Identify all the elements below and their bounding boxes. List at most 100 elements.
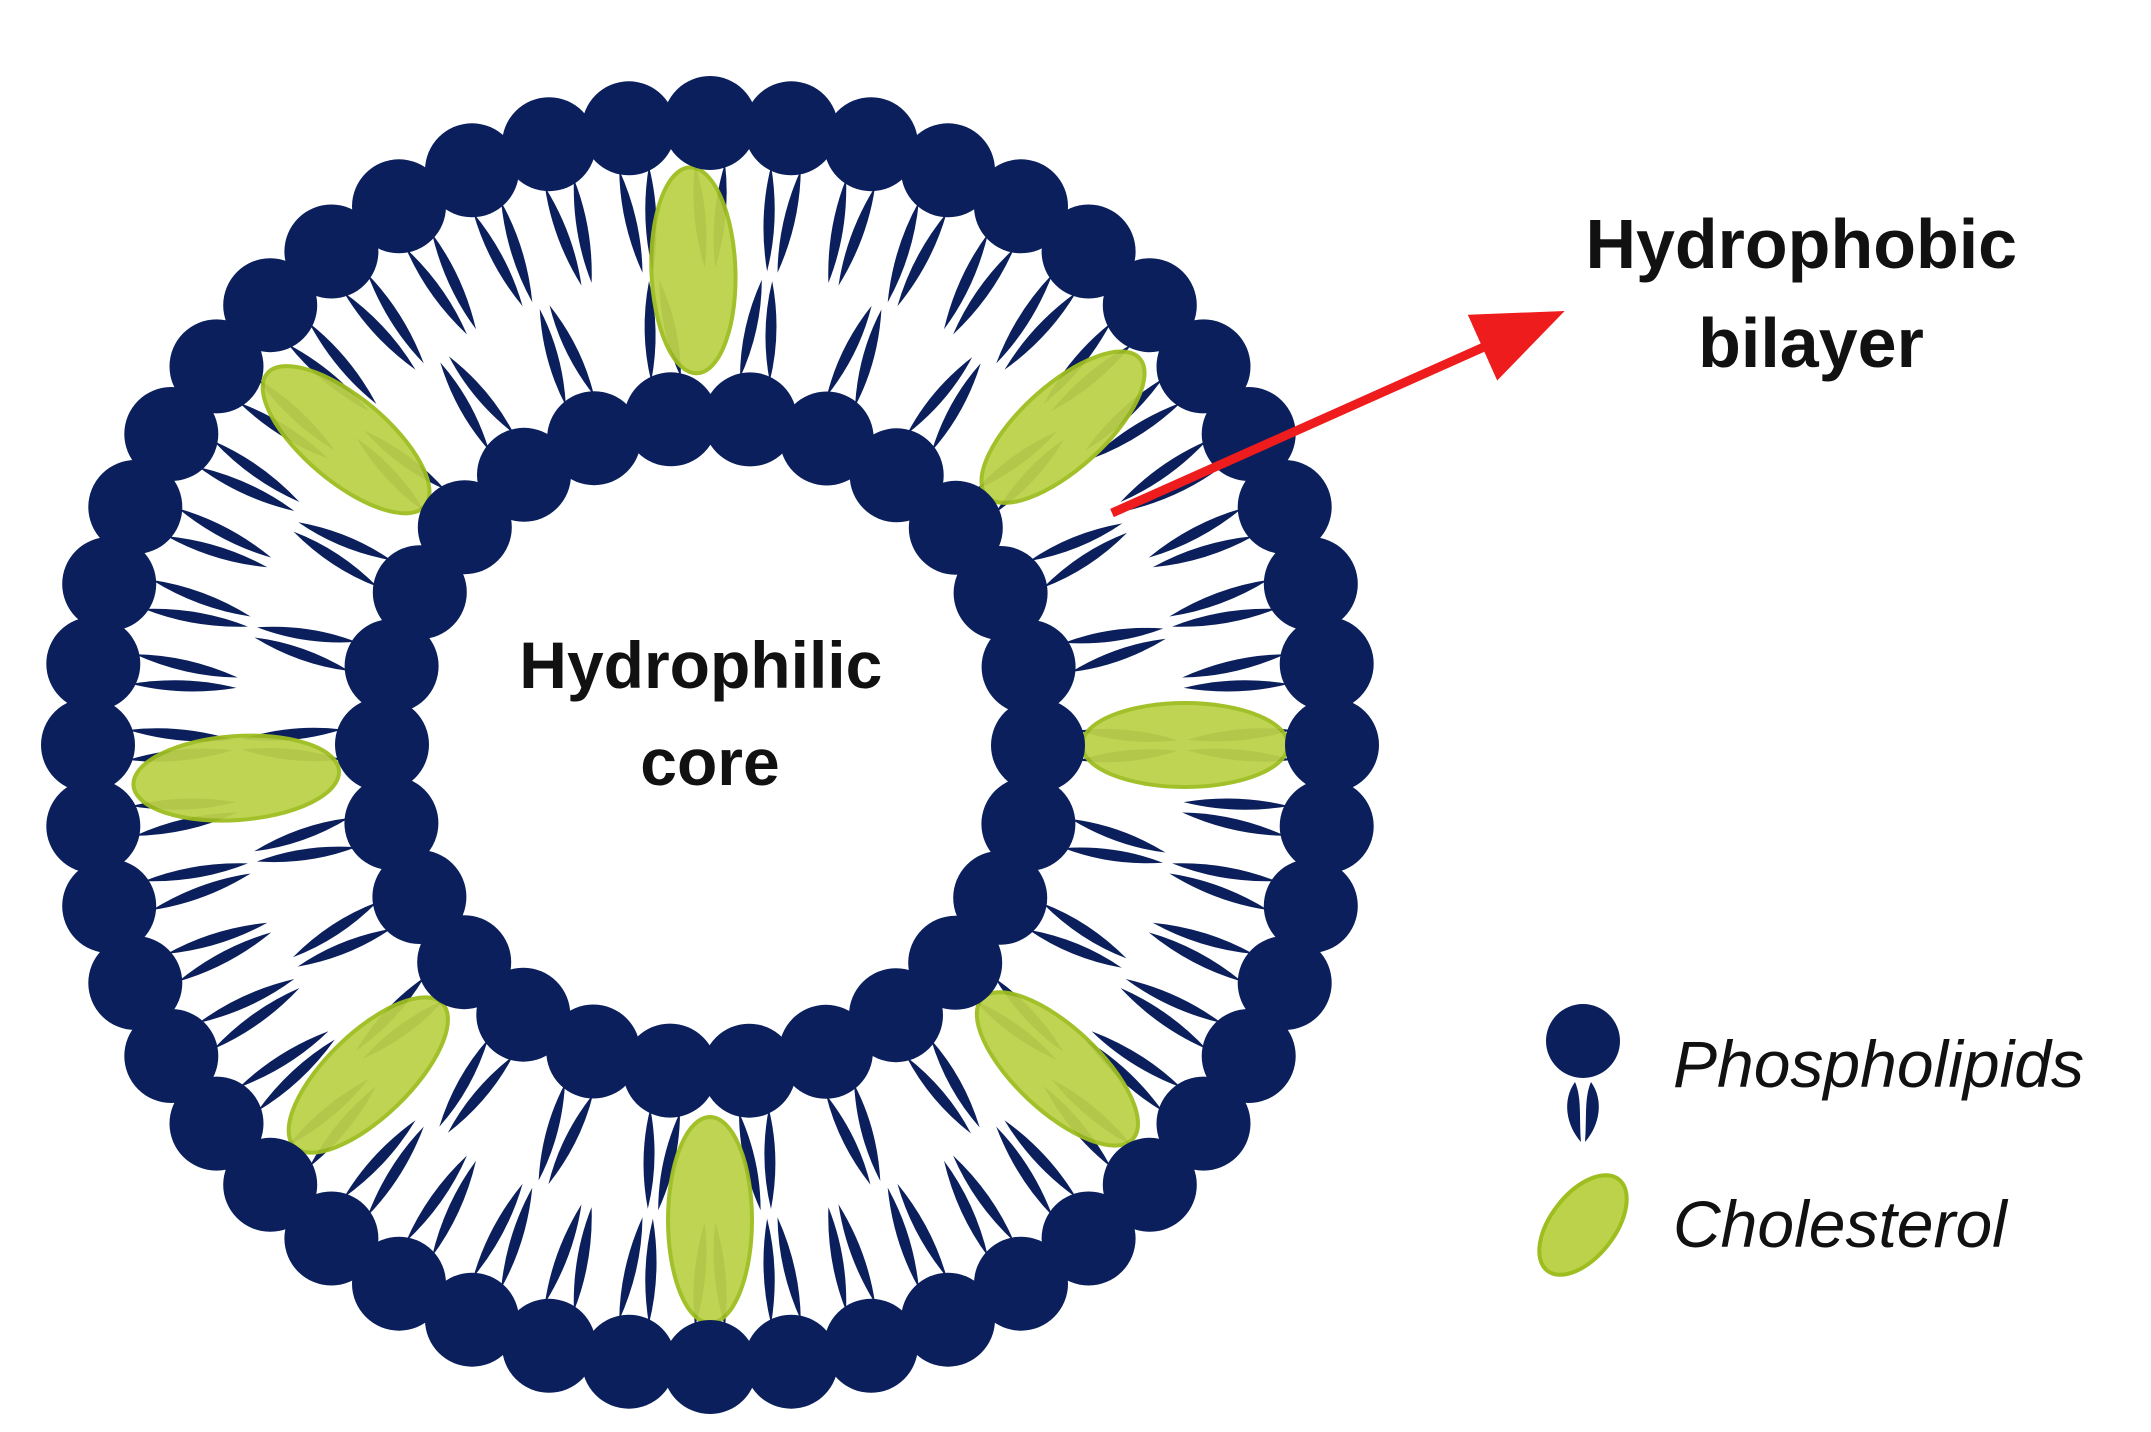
outer-phospholipid-tail bbox=[143, 863, 248, 882]
outer-phospholipid-head bbox=[901, 123, 995, 218]
outer-phospholipid-tail bbox=[1148, 932, 1242, 982]
outer-phospholipid-tail bbox=[887, 1187, 919, 1289]
inner-phospholipid-head bbox=[623, 1023, 717, 1118]
outer-phospholipid-tail bbox=[1091, 402, 1181, 459]
legend-cholesterol-label: Cholesterol bbox=[1673, 1187, 2009, 1261]
inner-phospholipid-tail bbox=[1063, 627, 1164, 644]
outer-phospholipid-tail bbox=[367, 1126, 424, 1216]
outer-phospholipid-tail bbox=[1004, 292, 1077, 370]
outer-phospholipid-head bbox=[223, 1137, 318, 1232]
outer-phospholipid-head bbox=[1156, 1076, 1251, 1171]
inner-phospholipid-tail bbox=[1070, 819, 1166, 853]
inner-phospholipid-head bbox=[477, 427, 571, 522]
outer-phospholipid-tail bbox=[343, 292, 416, 370]
outer-phospholipid-tail bbox=[198, 467, 295, 511]
inner-phospholipid-head bbox=[344, 776, 439, 871]
inner-phospholipid-tail bbox=[644, 281, 656, 382]
inner-phospholipid-tail bbox=[855, 309, 882, 407]
outer-phospholipid-tail bbox=[1004, 1120, 1077, 1198]
outer-phospholipid-tail bbox=[1183, 680, 1289, 692]
inner-phospholipid-tail bbox=[256, 846, 357, 863]
outer-phospholipid-tail bbox=[1125, 979, 1222, 1023]
outer-phospholipid-tail bbox=[151, 873, 251, 911]
outer-phospholipid-head bbox=[1156, 319, 1251, 414]
outer-phospholipid-head bbox=[824, 1298, 918, 1393]
inner-phospholipid-tail bbox=[854, 1084, 881, 1181]
cholesterol-molecule bbox=[666, 1115, 754, 1325]
outer-phospholipid-tail bbox=[953, 1155, 1014, 1242]
outer-phospholipid-tail bbox=[473, 1183, 523, 1277]
outer-phospholipid-tail bbox=[1172, 608, 1277, 627]
outer-phospholipid-tail bbox=[432, 1160, 476, 1257]
outer-phospholipid-tail bbox=[473, 213, 523, 307]
outer-phospholipid-tail bbox=[1182, 654, 1286, 678]
outer-phospholipid-tail bbox=[134, 654, 238, 678]
outer-phospholipid-tail bbox=[996, 1126, 1053, 1216]
outer-phospholipid-head bbox=[352, 1236, 446, 1331]
outer-phospholipid-tail bbox=[544, 1204, 582, 1304]
outer-phospholipid-tail bbox=[897, 1183, 947, 1277]
outer-phospholipid-tail bbox=[1148, 508, 1242, 558]
inner-phospholipid-tail bbox=[298, 522, 392, 561]
legend-cholesterol-icon bbox=[1537, 1173, 1629, 1277]
cholesterol-body bbox=[1080, 701, 1290, 789]
outer-phospholipid-head bbox=[1279, 779, 1374, 874]
outer-phospholipid-tail bbox=[178, 508, 272, 558]
outer-phospholipid-head bbox=[88, 936, 183, 1030]
inner-phospholipid-tail bbox=[297, 928, 391, 967]
inner-phospholipid-tail bbox=[931, 1039, 980, 1128]
outer-phospholipid-head bbox=[974, 1236, 1068, 1331]
outer-phospholipid-head bbox=[169, 319, 264, 414]
inner-phospholipid-head bbox=[778, 1004, 873, 1099]
outer-phospholipid-head bbox=[169, 1076, 264, 1171]
outer-phospholipid-tail bbox=[996, 274, 1053, 364]
legend-phospholipids-label: Phospholipids bbox=[1673, 1027, 2084, 1101]
outer-phospholipid-head bbox=[744, 81, 839, 176]
outer-phospholipid-head bbox=[901, 1272, 995, 1367]
outer-phospholipid-tail bbox=[239, 1031, 329, 1088]
outer-phospholipid-head bbox=[581, 1314, 676, 1409]
outer-phospholipid-tail bbox=[367, 274, 424, 364]
outer-phospholipid-tail bbox=[198, 979, 295, 1023]
inner-phospholipid-tail bbox=[254, 818, 349, 852]
inner-phospholipid-head bbox=[779, 391, 874, 486]
inner-phospholipid-tail bbox=[549, 305, 594, 396]
inner-phospholipid-tail bbox=[907, 357, 973, 434]
outer-phospholipid-tail bbox=[544, 186, 582, 286]
inner-phospholipid-tail bbox=[254, 637, 350, 671]
outer-phospholipid-head bbox=[1102, 258, 1197, 353]
inner-phospholipid-head bbox=[344, 619, 439, 714]
outer-phospholipid-tail bbox=[257, 1039, 335, 1112]
outer-phospholipid-tail bbox=[619, 1217, 643, 1321]
outer-phospholipid-head bbox=[124, 387, 219, 481]
inner-phospholipid-head bbox=[546, 1004, 641, 1099]
outer-phospholipid-tail bbox=[1120, 441, 1207, 502]
outer-phospholipid-tail bbox=[619, 169, 643, 273]
outer-phospholipid-head bbox=[284, 1191, 379, 1286]
inner-phospholipid-head bbox=[547, 391, 642, 486]
outer-phospholipid-head bbox=[974, 159, 1068, 254]
inner-phospholipid-tail bbox=[1028, 929, 1122, 968]
inner-phospholipid-tail bbox=[293, 531, 378, 587]
outer-phospholipid-tail bbox=[953, 248, 1014, 335]
outer-phospholipid-tail bbox=[1172, 863, 1277, 882]
cholesterol-body bbox=[666, 1115, 754, 1325]
outer-phospholipid-tail bbox=[501, 1187, 533, 1289]
outer-phospholipid-tail bbox=[166, 536, 268, 568]
outer-phospholipid-tail bbox=[1182, 812, 1286, 836]
outer-phospholipid-tail bbox=[1169, 579, 1269, 617]
inner-phospholipid-tail bbox=[538, 1083, 565, 1181]
outer-phospholipid-head bbox=[1041, 204, 1136, 299]
outer-phospholipid-head bbox=[1279, 616, 1374, 711]
outer-phospholipid-tail bbox=[151, 579, 251, 617]
inner-phospholipid-head bbox=[981, 619, 1076, 714]
inner-phospholipid-head bbox=[991, 698, 1085, 793]
outer-phospholipid-tail bbox=[501, 201, 533, 303]
legend-phospholipid-head bbox=[1546, 1004, 1620, 1078]
inner-phospholipid-tail bbox=[1063, 847, 1163, 864]
legend-phospholipid-icon bbox=[1546, 1004, 1620, 1142]
outer-phospholipid-tail bbox=[838, 186, 876, 286]
inner-phospholipid-tail bbox=[1071, 638, 1166, 672]
inner-phospholipid-tail bbox=[765, 281, 777, 382]
